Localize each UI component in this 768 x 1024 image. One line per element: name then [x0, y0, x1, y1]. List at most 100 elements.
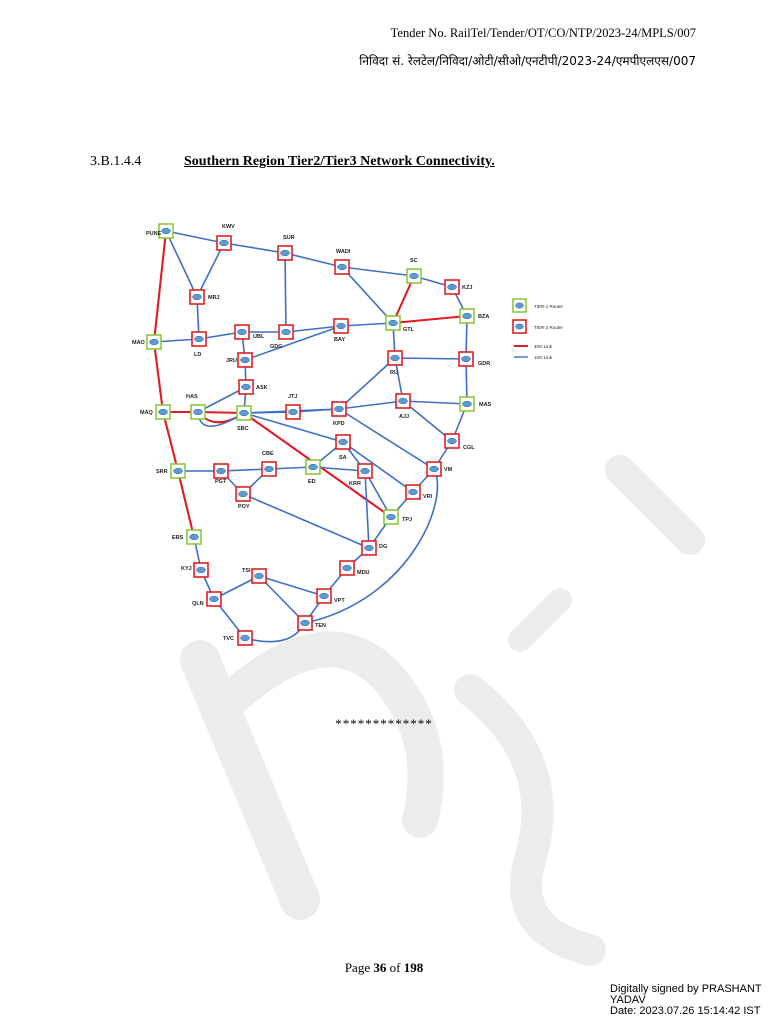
router-icon [447, 283, 457, 291]
router-icon [196, 566, 206, 574]
node-label: VPT [334, 598, 345, 604]
signature-line-2: YADAV [610, 994, 646, 1006]
link-pune-kwv [165, 230, 225, 244]
router-node-ubl: UBL [234, 324, 265, 340]
router-icon [240, 356, 250, 364]
node-label: GDR [478, 361, 490, 367]
router-icon [390, 354, 400, 362]
link-kwv-sur [223, 242, 286, 254]
node-label: ASK [256, 385, 268, 391]
router-node-ers: ERS [172, 529, 202, 545]
router-icon [388, 319, 398, 327]
node-label: SA [339, 455, 347, 461]
router-icon [360, 467, 370, 475]
link-ajj-mas [402, 400, 468, 405]
router-node-ed: ED [305, 459, 321, 485]
page-current: 36 [373, 960, 387, 975]
link-wadi-sc [341, 266, 415, 277]
router-icon [158, 408, 168, 416]
node-label: RU [390, 370, 398, 376]
router-node-bza: BZA [459, 308, 489, 324]
router-icon [193, 408, 203, 416]
router-icon [161, 227, 171, 235]
node-label: MAO [132, 340, 146, 346]
node-label: PUNE [146, 231, 162, 237]
link-pune-mao [152, 230, 168, 343]
link-gtl-bza [392, 314, 468, 325]
router-icon [386, 513, 396, 521]
node-label: UBL [253, 334, 265, 340]
router-node-mao: MAO [132, 334, 162, 350]
link-sc-gtl [392, 275, 415, 324]
router-icon [219, 239, 229, 247]
router-node-jru: JRU [226, 352, 253, 368]
router-node-vpt: VPT [316, 588, 345, 604]
link-poy-dg [242, 493, 370, 549]
router-node-cbe: CBE [261, 451, 277, 477]
link-ed-krr [312, 466, 366, 472]
link-ru-kpd [338, 357, 396, 410]
router-node-vri: VRI [405, 484, 433, 500]
node-label: KPD [333, 421, 345, 427]
tender-number-english: Tender No. RailTel/Tender/OT/CO/NTP/2023… [390, 26, 696, 40]
tender-number-hindi: निविदा सं. रेलटेल/निविदा/ओटी/सीओ/एनटीपी/… [359, 54, 696, 68]
router-node-ajj: AJJ [395, 393, 411, 420]
node-label: BZA [478, 314, 489, 320]
router-icon [338, 438, 348, 446]
router-icon [515, 302, 524, 309]
router-icon [429, 465, 439, 473]
router-icon [189, 533, 199, 541]
node-label: ED [308, 479, 316, 485]
node-label: TEN [315, 623, 326, 629]
link-jru-bay [244, 325, 342, 361]
node-label: KYJ [181, 566, 192, 572]
link-bay-gtl [340, 322, 394, 327]
page-number: Page 36 of 198 [0, 960, 768, 976]
router-node-sa: SA [335, 434, 351, 461]
node-label: GTL [403, 327, 415, 333]
legend-40g-label: 40G Link [534, 344, 553, 349]
router-icon [364, 544, 374, 552]
link-sur-gdg [284, 252, 287, 333]
node-label: TVC [223, 636, 234, 642]
router-node-qln: QLN [192, 591, 222, 607]
router-icon [408, 488, 418, 496]
node-label: JTJ [288, 394, 297, 400]
router-node-pune: PUNE [146, 223, 174, 239]
router-icon [240, 634, 250, 642]
link-kwv-mrj [196, 242, 225, 298]
router-node-wadi: WADI [334, 249, 351, 275]
router-icon [173, 467, 183, 475]
router-node-kyj: KYJ [181, 562, 209, 578]
node-label: SC [410, 258, 418, 264]
curved-link-tvc-ten [244, 622, 306, 643]
router-node-krr: KRR [349, 463, 373, 487]
router-icon [409, 272, 419, 280]
link-ask-has [197, 386, 247, 413]
router-icon [280, 249, 290, 257]
router-icon [462, 312, 472, 320]
node-label: MRJ [208, 295, 220, 301]
link-mao-maq [152, 341, 165, 413]
digital-signature: Digitally signed by PRASHANT YADAV Date:… [610, 984, 762, 1017]
legend: TIER-1 Router TIER-2 Router 40G Link 10G… [512, 298, 564, 360]
router-node-ld: LD [191, 331, 207, 358]
node-label: MDU [357, 570, 370, 576]
link-sa-vri [342, 441, 414, 493]
node-label: GDG [270, 344, 283, 350]
router-icon [281, 328, 291, 336]
router-node-vm: VM [426, 461, 453, 477]
router-icon [300, 619, 310, 627]
router-node-ten: TEN [297, 615, 326, 631]
router-node-sbc: SBC [236, 405, 252, 432]
link-pune-mrj [165, 230, 198, 298]
node-label: CGL [463, 445, 475, 451]
node-label: VRI [423, 494, 433, 500]
router-node-mdu: MDU [339, 560, 370, 576]
section-title: Southern Region Tier2/Tier3 Network Conn… [184, 154, 495, 169]
router-icon [462, 400, 472, 408]
node-label: KWV [222, 224, 235, 230]
router-node-sur: SUR [277, 235, 295, 261]
link-sur-wadi [284, 252, 343, 268]
